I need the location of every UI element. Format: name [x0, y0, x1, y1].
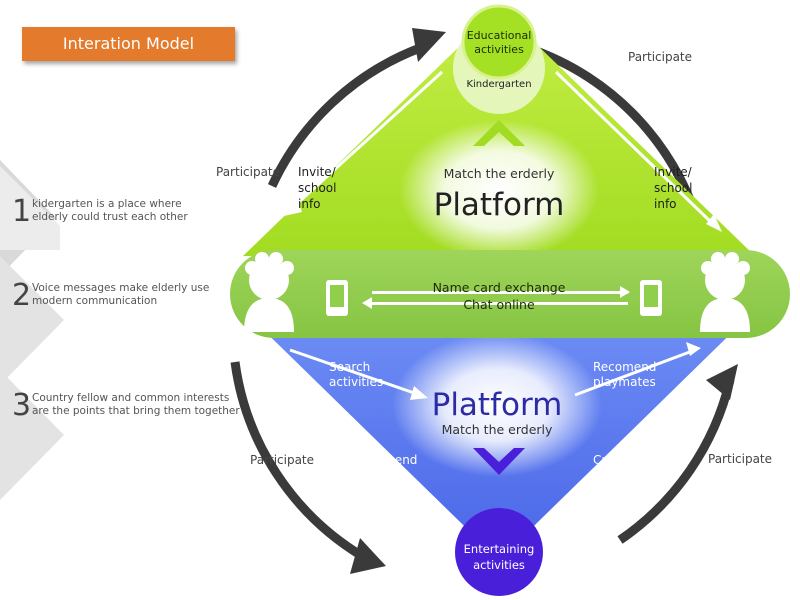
participate-right-lower: Participate: [708, 452, 772, 466]
note-1: 1 kidergarten is a place where elderly c…: [12, 195, 232, 235]
participate-left-upper: Participate: [216, 165, 280, 179]
up-chevron-icon: [473, 120, 525, 146]
top-circle-line2: activities: [474, 43, 524, 56]
left-chevron-panel: [0, 160, 64, 500]
note-1-number: 1: [12, 194, 32, 229]
lower-platform-title: Platform: [432, 387, 563, 423]
exchange-arrows: [362, 286, 630, 309]
note-2-number: 2: [12, 278, 32, 313]
note-2-text: Voice messages make elderly use modern c…: [32, 282, 210, 307]
invite-right-3: info: [654, 197, 677, 211]
recomend-activities-2: activities: [354, 468, 408, 482]
arc-left-upper: [267, 43, 422, 188]
title-badge: Interation Model: [22, 27, 235, 61]
arc-right-lower: [617, 378, 735, 544]
person-left-icon: [244, 252, 294, 332]
search-1: Search: [329, 360, 370, 374]
creat-invite-2: activity: [593, 468, 637, 482]
band-line1: Name card exchange: [433, 280, 566, 295]
upper-platform-title: Platform: [434, 187, 565, 223]
phone-right-icon: [640, 280, 662, 316]
recomend-activities-1: Recomend: [354, 453, 417, 467]
note-3: 3 Country fellow and common interests ar…: [12, 388, 240, 429]
top-circle-sub: Kindergarten: [466, 79, 531, 90]
recomend-playmates-2: playmates: [593, 375, 656, 389]
invite-left-3: info: [298, 197, 321, 211]
invite-left-1: Invite/: [298, 165, 337, 179]
bottom-circle-line1: Entertaining: [464, 542, 535, 556]
band-line2: Chat online: [463, 297, 535, 312]
down-chevron-icon: [473, 448, 525, 475]
lower-platform-caption: Match the erderly: [442, 422, 553, 437]
lower-flow-arrows: [280, 342, 720, 520]
participate-left-lower: Participate: [250, 453, 314, 467]
note-2: 2 Voice messages make elderly use modern…: [12, 279, 232, 319]
participate-top-right: Participate: [628, 50, 692, 64]
upper-flow-arrows: [284, 70, 722, 232]
top-circle: [461, 4, 537, 80]
bottom-circle-line2: activities: [473, 558, 525, 572]
person-right-icon: [700, 252, 750, 332]
recomend-playmates-1: Recomend: [593, 360, 656, 374]
note-1-text: kidergarten is a place where elderly cou…: [32, 198, 188, 223]
bottom-circle: [455, 508, 543, 596]
search-2: activities: [329, 375, 383, 389]
note-3-number: 3: [12, 388, 32, 423]
arc-left-lower: [230, 361, 365, 560]
invite-right-2: school: [654, 181, 692, 195]
invite-left-2: school: [298, 181, 336, 195]
top-circle-line1: Educational: [467, 29, 532, 42]
invite-right-1: Invite/: [654, 165, 693, 179]
creat-invite-1: Creat/invite: [593, 453, 663, 467]
phone-left-icon: [326, 280, 348, 316]
note-3-text: Country fellow and common interests are …: [32, 392, 240, 417]
upper-platform-caption: Match the erderly: [444, 166, 555, 181]
